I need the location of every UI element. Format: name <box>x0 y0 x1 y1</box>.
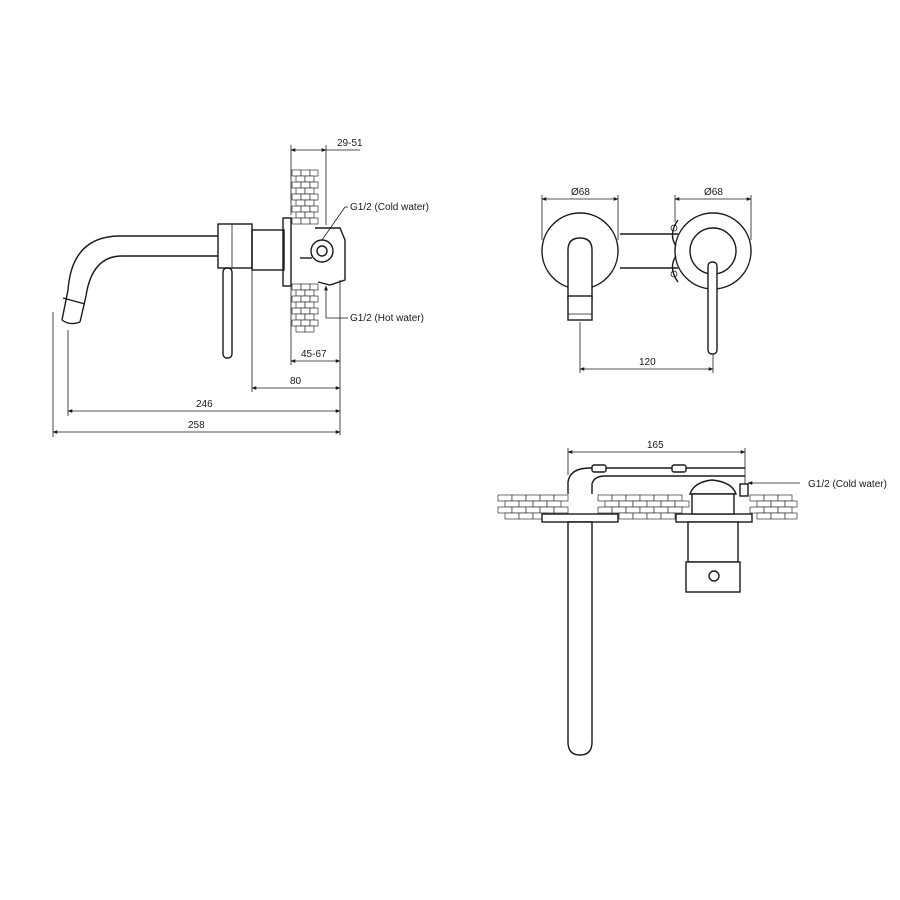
mixer-body <box>217 223 253 269</box>
cold-inlet <box>310 239 334 263</box>
spout-wall-plate <box>541 513 619 523</box>
mixer-wall-plate <box>675 513 753 523</box>
spout-front <box>567 237 593 301</box>
dim-plate-left: Ø68 <box>571 187 590 198</box>
dim-wall-range: 29-51 <box>337 138 363 149</box>
lever-handle <box>222 267 233 359</box>
side-view: 29-51 G1/2 (Cold water) G1/2 (Hot water)… <box>52 138 429 437</box>
dim-80: 80 <box>290 376 302 387</box>
dim-258: 258 <box>188 420 205 431</box>
front-view: Ø68 Ø68 120 <box>541 187 752 373</box>
dim-165: 165 <box>647 440 664 451</box>
dim-plate-right: Ø68 <box>704 187 723 198</box>
mixer-body-top <box>687 521 739 563</box>
spout <box>61 235 218 321</box>
dim-body-range: 45-67 <box>301 349 327 360</box>
side-hot-water-label: G1/2 (Hot water) <box>350 313 424 324</box>
top-view: 165 G1/2 (Cold water) <box>497 440 887 756</box>
dim-120: 120 <box>639 357 656 368</box>
wall-bricks-top <box>497 494 798 520</box>
lever-front <box>707 261 718 355</box>
spout-top <box>567 521 593 756</box>
top-cold-water-label: G1/2 (Cold water) <box>808 479 887 490</box>
dim-246: 246 <box>196 399 213 410</box>
wall-plate <box>282 217 292 287</box>
wall-bricks-side <box>291 169 319 333</box>
side-cold-water-label: G1/2 (Cold water) <box>350 202 429 213</box>
cartridge <box>689 479 737 495</box>
